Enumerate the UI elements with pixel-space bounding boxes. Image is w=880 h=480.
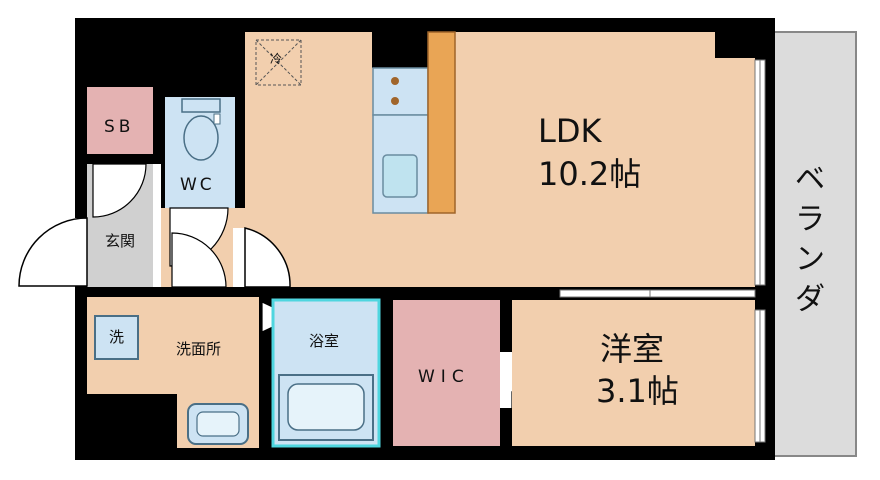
fridge-label: 冷 [270,52,283,66]
ldk-door-opening [233,228,245,287]
toilet-lever [213,113,221,125]
fridge-space [255,39,302,86]
sb-floor [87,87,153,154]
washer-label: 洗 [109,328,125,346]
entrance-step [153,164,161,287]
wic-label: WIC [418,367,470,387]
washroom-door-swing [171,232,227,288]
balcony-char-4: ダ [795,282,825,317]
balcony-char-1: ベ [795,162,825,197]
washbasin-bowl [196,411,240,437]
wc-label: WC [180,175,215,195]
kitchen-counter [427,31,456,214]
balcony-char-3: ン [795,242,825,277]
western-floor [512,300,755,446]
balcony-char-2: ラ [795,202,825,237]
wic-door-opening [500,352,512,408]
stove-burner-2 [391,97,399,105]
washer-box [94,315,139,360]
balcony-label: ベ ラ ン ダ [795,160,825,320]
balcony-area [765,31,857,457]
bathtub-inner [287,383,365,431]
western-room-size: 3.1帖 [596,372,679,410]
ldk-corner-pillar [715,32,755,58]
entrance-label: 玄関 [105,232,136,250]
bath-label: 浴室 [309,332,340,350]
ldk-name: LDK [538,112,602,150]
wic-floor [393,300,500,446]
western-room-name: 洋室 [600,330,665,368]
fridge-cross-2 [255,39,302,86]
washroom-label: 洗面所 [176,340,222,358]
toilet-bowl [183,115,219,161]
toilet-tank [181,98,221,113]
kitchen-stove [372,67,429,116]
sb-door-swing [92,163,147,218]
ldk-size: 10.2帖 [538,155,642,193]
entrance-door-swing [18,217,88,287]
sb-label: SB [104,117,135,137]
ldk-wall-notch [372,32,429,68]
western-sliding-door [559,289,756,298]
ldk-door-swing [244,227,291,288]
stove-burner-1 [391,77,399,85]
ldk-floor [245,32,755,287]
kitchen-sink [382,154,418,198]
